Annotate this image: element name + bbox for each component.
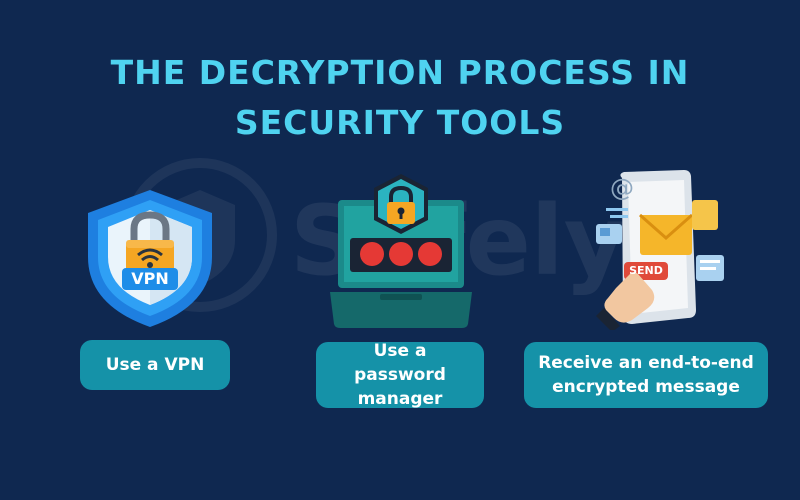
step-label-encrypted-message: Receive an end-to-end encrypted message: [524, 342, 768, 408]
password-dot-3-icon: [418, 242, 442, 266]
password-dot-2-icon: [389, 242, 413, 266]
step-label-encrypted-line-1: Receive an end-to-end: [538, 353, 754, 373]
step-label-encrypted-line-2: encrypted message: [552, 377, 740, 397]
title-line-2: SECURITY TOOLS: [234, 103, 566, 142]
title-line-1: THE DECRYPTION PROCESS IN: [110, 53, 690, 92]
send-button-graphic: SEND: [629, 264, 663, 277]
encrypted-message-phone-icon: @ SEND: [592, 170, 732, 332]
vpn-badge-text: VPN: [131, 269, 169, 288]
vpn-shield-icon: VPN: [80, 185, 220, 330]
step-label-password-manager: Use a password manager: [316, 341, 484, 409]
step-label-vpn: Use a VPN: [80, 340, 230, 390]
step-label-password-line-2: manager: [357, 389, 443, 409]
password-laptop-icon: [330, 172, 472, 330]
page-title: THE DECRYPTION PROCESS IN SECURITY TOOLS: [0, 48, 800, 148]
step-label-vpn-text: Use a VPN: [105, 355, 205, 375]
password-dot-1-icon: [360, 242, 384, 266]
at-symbol: @: [610, 174, 634, 202]
step-label-password-line-1: Use a password: [354, 341, 446, 385]
